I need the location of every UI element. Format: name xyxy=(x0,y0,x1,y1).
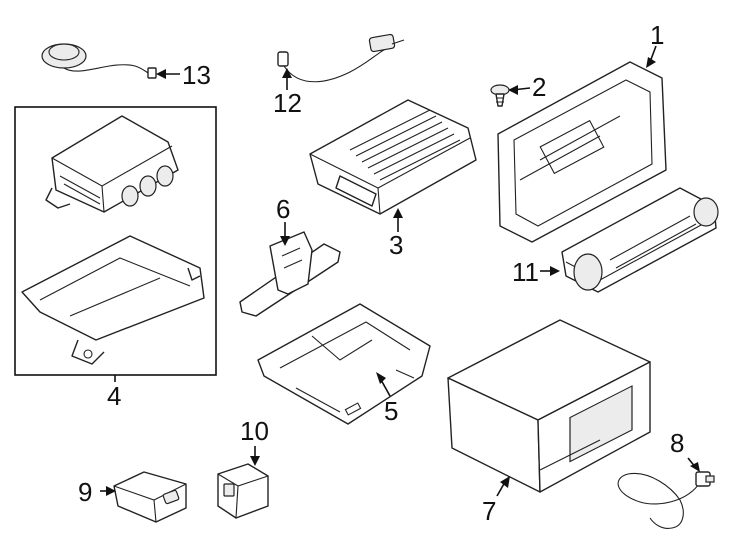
callout-1: 1 xyxy=(650,20,664,50)
arrow-11 xyxy=(550,266,560,276)
part-2-screw xyxy=(490,84,510,107)
part-12-harness xyxy=(277,33,405,83)
part-10-aux-jack xyxy=(217,463,269,519)
callout-5: 5 xyxy=(384,396,398,426)
arrow-13 xyxy=(156,69,166,79)
part-3-control-module xyxy=(309,99,477,215)
callout-4: 4 xyxy=(107,381,121,411)
part-4-module xyxy=(45,115,179,213)
callout-9: 9 xyxy=(78,477,92,507)
part-11-climate-control xyxy=(561,187,719,293)
callout-6: 6 xyxy=(276,194,290,224)
part-13-antenna xyxy=(41,43,157,79)
part-5-bracket xyxy=(257,303,431,425)
arrow-2 xyxy=(508,85,518,95)
callout-13: 13 xyxy=(182,60,211,90)
arrow-3 xyxy=(393,208,403,218)
arrow-12 xyxy=(282,68,292,78)
callout-10: 10 xyxy=(240,416,269,446)
arrow-7 xyxy=(500,476,510,488)
part-8-antenna-cable xyxy=(617,471,715,529)
callout-12: 12 xyxy=(273,88,302,118)
arrow-9 xyxy=(106,486,116,496)
arrow-8 xyxy=(690,462,700,472)
callout-2: 2 xyxy=(532,72,546,102)
part-1-bezel xyxy=(497,61,667,243)
part-4-bracket xyxy=(21,235,205,365)
part-9-usb-port xyxy=(113,471,187,523)
arrow-6 xyxy=(280,236,290,246)
arrow-5 xyxy=(376,372,386,384)
callout-7: 7 xyxy=(482,496,496,526)
callout-11: 11 xyxy=(512,257,539,287)
part-6-bracket xyxy=(239,231,341,317)
arrow-1 xyxy=(646,57,656,68)
arrow-10 xyxy=(250,456,260,466)
callout-3: 3 xyxy=(389,230,403,260)
part-7-radio-unit xyxy=(447,319,651,493)
callout-8: 8 xyxy=(670,428,684,458)
